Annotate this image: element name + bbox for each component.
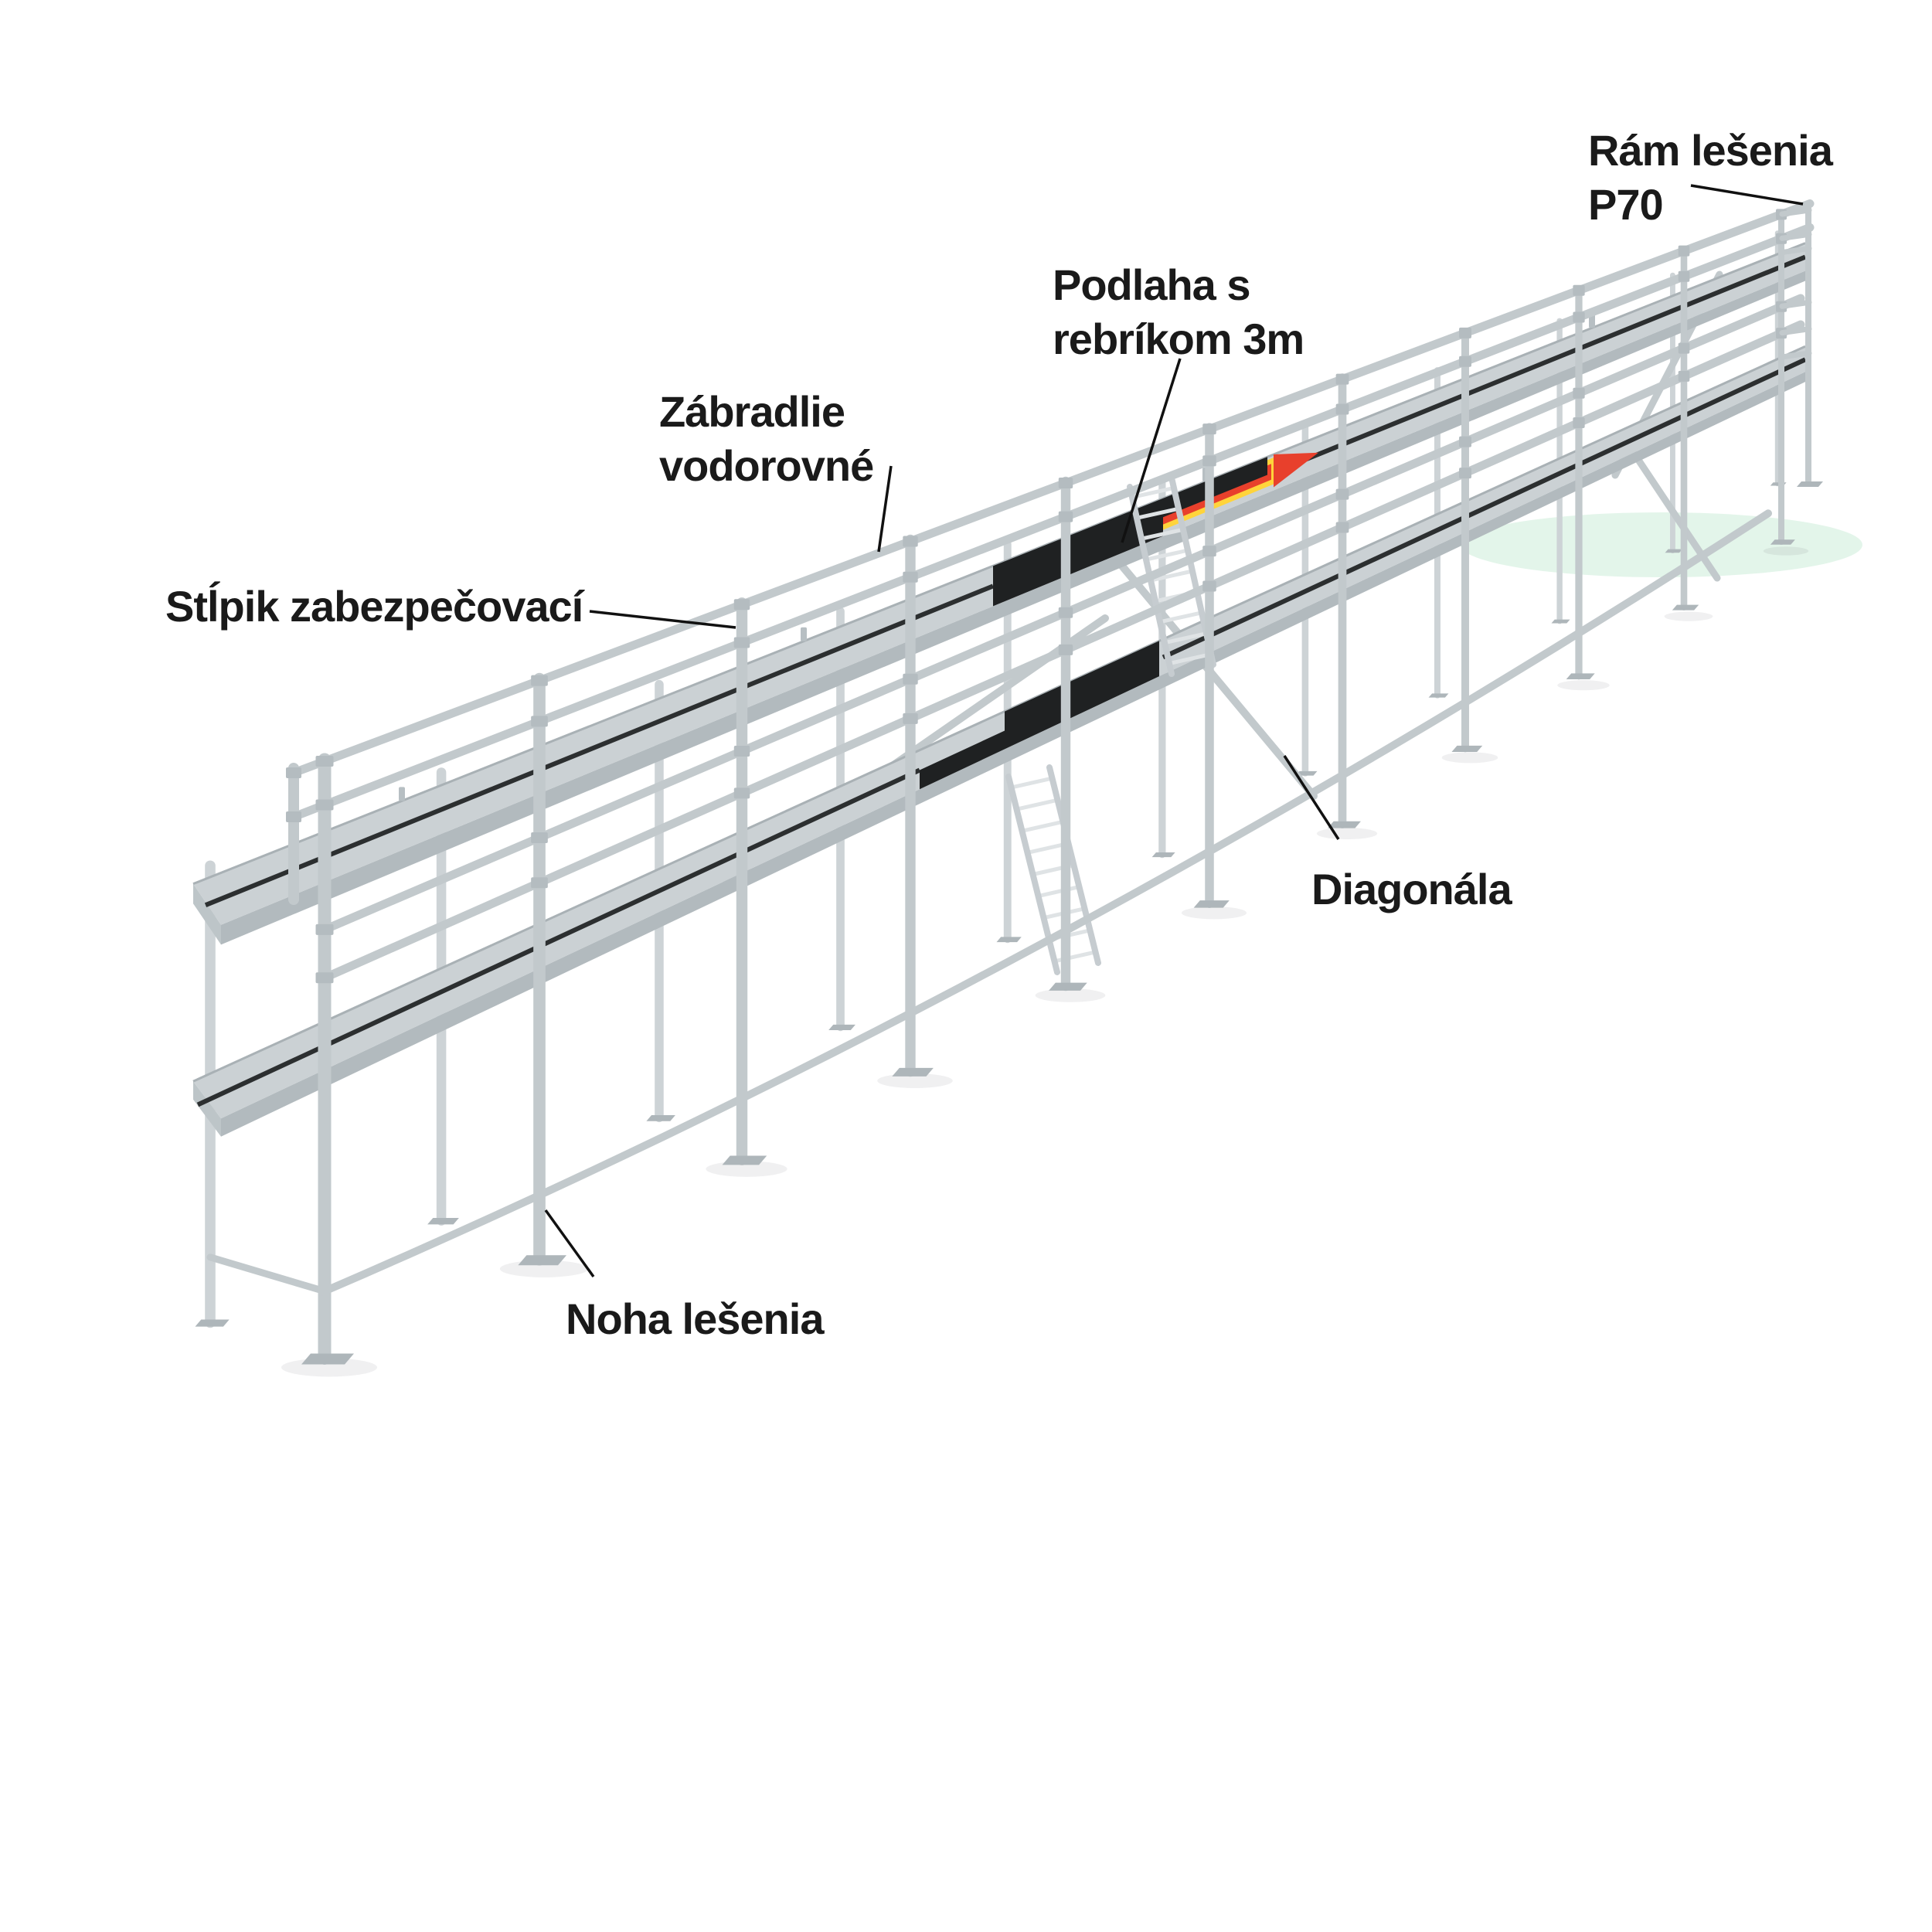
label-diagonal-line1: Diagonála (1311, 865, 1512, 913)
label-guardrail-line2: vodorovné (659, 441, 874, 490)
upper-deck-hatch (993, 457, 1267, 607)
joint-collars (286, 209, 1787, 984)
leader-scaffold-leg (544, 1209, 595, 1278)
label-frame-p70-line2: P70 (1588, 180, 1664, 229)
lower-deck (192, 345, 1807, 1137)
deck-hook-stubs (399, 314, 1595, 801)
label-safety-post-line1: Stĺpik zabezpečovací (165, 582, 583, 631)
leader-diagonal (1283, 755, 1340, 840)
leader-lines (544, 184, 1804, 1278)
label-safety-post: Stĺpik zabezpečovací (165, 580, 583, 634)
bottom-tube (319, 509, 1772, 1296)
frame-legs (206, 209, 1795, 1365)
leader-frame-p70 (1690, 184, 1804, 206)
leader-safety-post (589, 610, 736, 629)
label-floor-line2: rebríkom 3m (1053, 315, 1304, 363)
back-legs (195, 230, 1787, 1328)
label-horizontal-guardrail: Zábradlie vodorovné (659, 385, 874, 493)
label-scaffold-leg: Noha lešenia (566, 1292, 824, 1346)
lower-deck-hatch (920, 641, 1159, 790)
label-diagonal: Diagonála (1311, 862, 1512, 917)
leader-floor-with-ladder (1121, 358, 1182, 543)
label-frame-p70-line1: Rám lešenia (1588, 126, 1833, 175)
label-floor-line1: Podlaha s (1053, 260, 1251, 309)
label-scaffold-leg-line1: Noha lešenia (566, 1294, 824, 1343)
leader-horizontal-guardrail (877, 465, 893, 553)
end-frame (1779, 201, 1823, 487)
label-guardrail-line1: Zábradlie (659, 387, 845, 436)
label-frame-p70: Rám lešenia P70 (1588, 124, 1833, 232)
label-floor-with-ladder: Podlaha s rebríkom 3m (1053, 258, 1304, 366)
